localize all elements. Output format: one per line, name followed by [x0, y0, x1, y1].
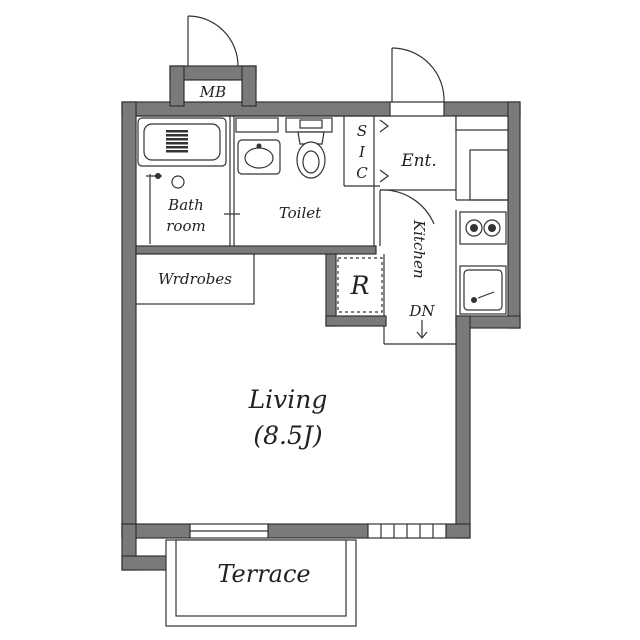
bathtub	[137, 117, 227, 244]
sic-letter-i: I	[358, 143, 366, 161]
vent-grille	[367, 523, 447, 539]
bath-label-line1: Bath	[167, 196, 204, 214]
toilet-label: Toilet	[279, 204, 322, 222]
refrigerator-label: R	[350, 271, 370, 300]
toilet-bowl	[285, 117, 333, 179]
hall-door	[379, 189, 435, 246]
kitchen-stove	[459, 211, 507, 245]
sic-letter-c: C	[356, 164, 368, 182]
interior-walls	[135, 115, 509, 345]
entrance-label: Ent.	[400, 151, 437, 171]
mb-box	[183, 79, 243, 103]
terrace	[165, 539, 357, 627]
refrigerator	[337, 257, 383, 313]
living-label: Living	[248, 385, 328, 414]
down-arrow-icon	[416, 320, 428, 339]
wardrobes-label: Wrdrobes	[158, 270, 232, 288]
entrance-door	[390, 47, 445, 117]
down-label: DN	[408, 302, 435, 320]
terrace-label: Terrace	[217, 560, 310, 588]
mb-door	[187, 15, 239, 67]
bath-label-line2: room	[166, 217, 205, 235]
kitchen-sink	[459, 265, 507, 315]
washbasin	[235, 117, 281, 175]
sic-letter-s: S	[357, 122, 367, 140]
mb-label: MB	[199, 83, 226, 101]
kitchen-label: Kitchen	[410, 219, 428, 279]
living-window	[189, 523, 269, 539]
living-size-label: (8.5J)	[253, 421, 322, 450]
